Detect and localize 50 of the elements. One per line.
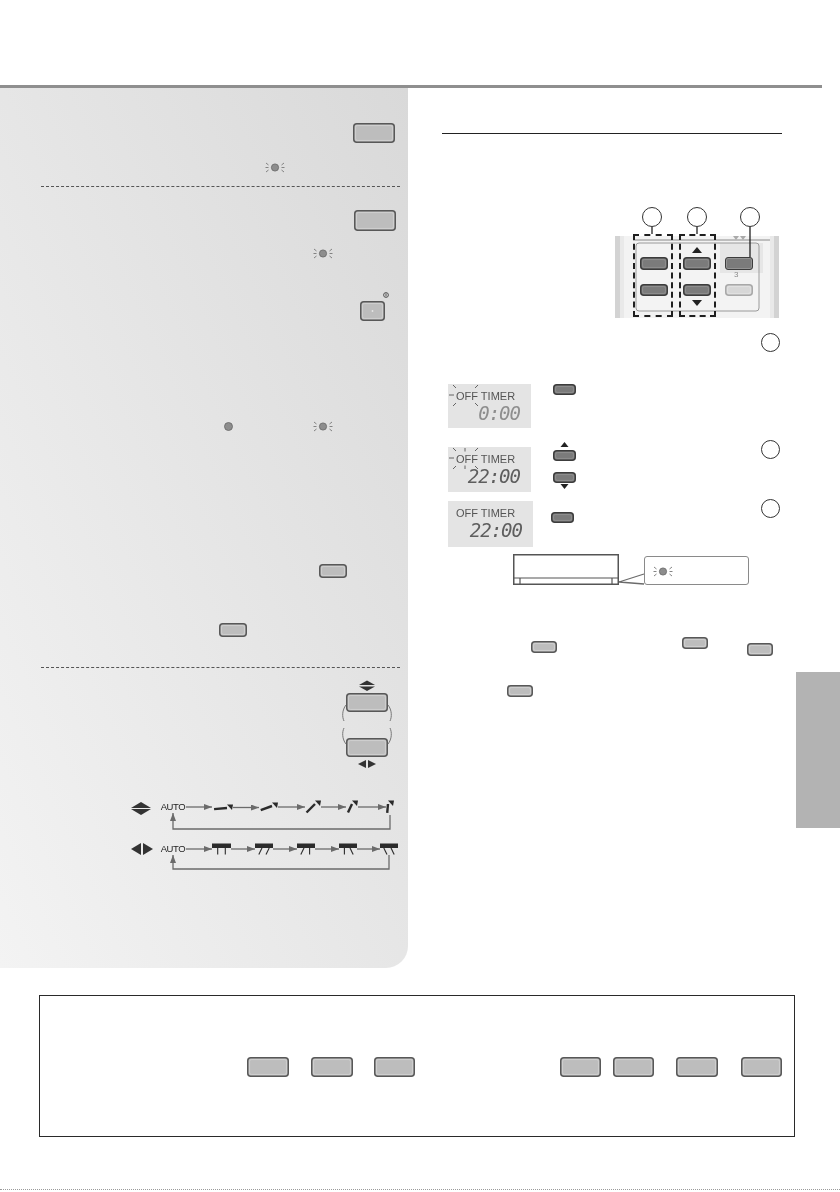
louver-position-icon — [297, 843, 315, 855]
time-readout: 22:00 — [467, 466, 520, 486]
arrow — [185, 804, 213, 810]
arrow — [272, 846, 298, 852]
louver-position-icon — [346, 800, 358, 814]
louver-position-icon — [259, 802, 278, 812]
display-text: OFF TIMER — [456, 454, 516, 465]
callout-pointer — [618, 573, 645, 585]
leader-line — [749, 226, 751, 258]
callout-circle — [761, 333, 780, 352]
display-text: OFF TIMER — [456, 508, 516, 519]
lcd-display — [448, 447, 531, 492]
mode-label: AUTO — [160, 843, 186, 855]
louver-position-icon — [305, 800, 321, 814]
leader-line — [651, 226, 653, 235]
louver-position-icon — [380, 843, 398, 855]
mode-label: AUTO — [160, 801, 186, 813]
louver-position-icon — [339, 843, 357, 855]
callout-bubble — [644, 556, 749, 585]
leader-line — [696, 226, 698, 235]
callout-circle — [740, 207, 760, 227]
dashed-outline — [679, 234, 716, 317]
louver-position-icon — [212, 804, 233, 811]
arrow — [185, 846, 213, 852]
louver-position-icon — [255, 843, 273, 855]
return-arrow — [170, 812, 391, 830]
louver-position-icon — [386, 800, 394, 815]
arrow — [314, 846, 340, 852]
indoor-unit-drawing — [513, 554, 619, 585]
arrow — [232, 804, 260, 811]
callout-circle — [642, 207, 662, 227]
arrow — [230, 846, 256, 852]
louver-position-icon — [212, 843, 231, 855]
callout-circle — [687, 207, 707, 227]
time-readout: 0:00 — [478, 403, 520, 423]
arrow — [320, 804, 347, 810]
remote-button — [725, 257, 753, 270]
time-readout: 22:00 — [469, 520, 522, 540]
dashed-outline — [633, 234, 673, 317]
return-arrow — [170, 854, 390, 870]
lcd-display — [448, 384, 531, 428]
lcd-display — [448, 501, 533, 547]
callout-circle — [761, 440, 780, 459]
arrow — [356, 846, 381, 852]
button-number: 3 — [734, 270, 739, 279]
side-tab — [796, 672, 840, 828]
display-text: OFF TIMER — [456, 391, 516, 402]
callout-circle — [761, 499, 780, 518]
arrow — [357, 804, 387, 810]
arrow — [277, 804, 306, 810]
